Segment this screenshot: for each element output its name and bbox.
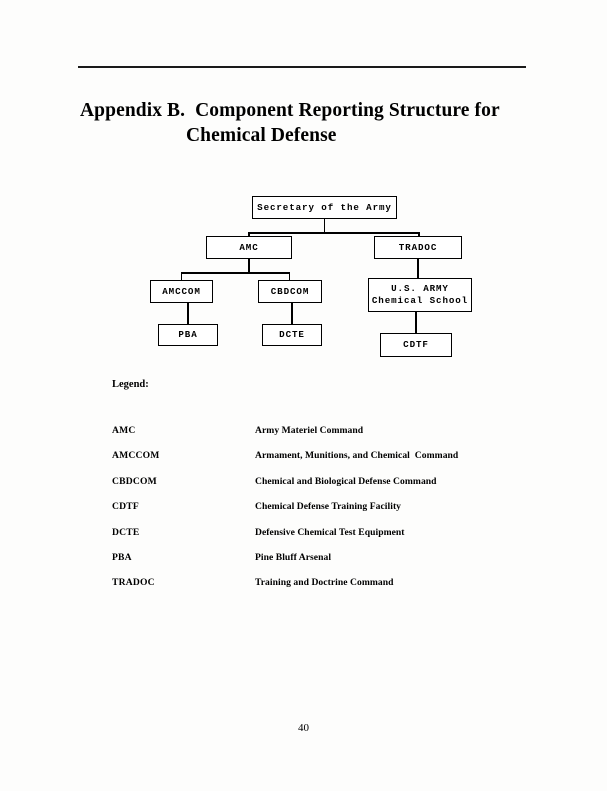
legend-title: Legend: — [112, 379, 149, 390]
heading-prefix: Appendix B. — [80, 100, 186, 121]
connector-amc-stem — [248, 259, 250, 272]
connector-chemschool-to-cdtf — [415, 311, 417, 334]
connector-bus-to-tradoc — [418, 232, 420, 237]
connector-tradoc-to-chemschool — [417, 259, 419, 279]
legend-definition: Chemical Defense Training Facility — [255, 501, 402, 513]
legend-definition: Chemical and Biological Defense Command — [255, 475, 437, 487]
legend-abbreviation: AMCCOM — [112, 450, 160, 462]
page-number: 40 — [298, 722, 309, 734]
legend-definition: Defensive Chemical Test Equipment — [255, 526, 405, 538]
legend-row: DCTE Defensive Chemical Test Equipment — [112, 527, 512, 552]
node-cdtf[interactable]: CDTF — [380, 333, 452, 357]
legend-table: AMC Army Materiel Command AMCCOM Armamen… — [112, 425, 512, 603]
connector-level1-bus — [248, 232, 420, 234]
connector-bus-to-cbdcom — [288, 272, 291, 281]
legend-row: CBDCOM Chemical and Biological Defense C… — [112, 476, 512, 501]
page-title: Appendix B. Component Reporting Structur… — [80, 98, 550, 148]
legend-row: AMCCOM Armament, Munitions, and Chemical… — [112, 450, 512, 475]
node-tradoc[interactable]: TRADOC — [374, 236, 462, 259]
node-cbdcom[interactable]: CBDCOM — [258, 280, 322, 303]
legend-abbreviation: AMC — [112, 425, 136, 436]
heading-line-1: Component Reporting Structure for — [195, 100, 500, 121]
connector-level2-bus — [180, 272, 291, 274]
connector-cbdcom-to-dcte — [291, 302, 293, 325]
legend-definition: Training and Doctrine Command — [255, 577, 394, 589]
connector-secretary-stem — [323, 219, 326, 233]
legend-abbreviation: PBA — [112, 551, 132, 563]
heading-line-2: Chemical Defense — [186, 125, 337, 146]
legend-definition: Pine Bluff Arsenal — [255, 551, 332, 563]
node-dcte[interactable]: DCTE — [262, 324, 322, 346]
legend-row: TRADOC Training and Doctrine Command — [112, 577, 512, 602]
node-us-army-chemical-school[interactable]: U.S. ARMY Chemical School — [368, 278, 472, 312]
connector-amccom-to-pba — [187, 302, 189, 325]
legend-abbreviation: CBDCOM — [112, 475, 157, 487]
node-secretary-of-the-army[interactable]: Secretary of the Army — [252, 196, 397, 219]
node-amccom[interactable]: AMCCOM — [150, 280, 213, 303]
legend-row: PBA Pine Bluff Arsenal — [112, 552, 512, 577]
legend-abbreviation: CDTF — [112, 501, 139, 513]
legend-abbreviation: DCTE — [112, 526, 140, 538]
connector-bus-to-amc — [248, 232, 250, 237]
legend-abbreviation: TRADOC — [112, 577, 155, 589]
header-rule — [78, 66, 526, 68]
legend-row: CDTF Chemical Defense Training Facility — [112, 501, 512, 526]
node-amc[interactable]: AMC — [206, 236, 292, 259]
legend-definition: Army Materiel Command — [255, 425, 364, 436]
legend-row: AMC Army Materiel Command — [112, 425, 512, 450]
node-pba[interactable]: PBA — [158, 324, 218, 346]
legend-definition: Armament, Munitions, and Chemical Comman… — [255, 450, 459, 462]
connector-bus-to-amccom — [180, 272, 183, 281]
